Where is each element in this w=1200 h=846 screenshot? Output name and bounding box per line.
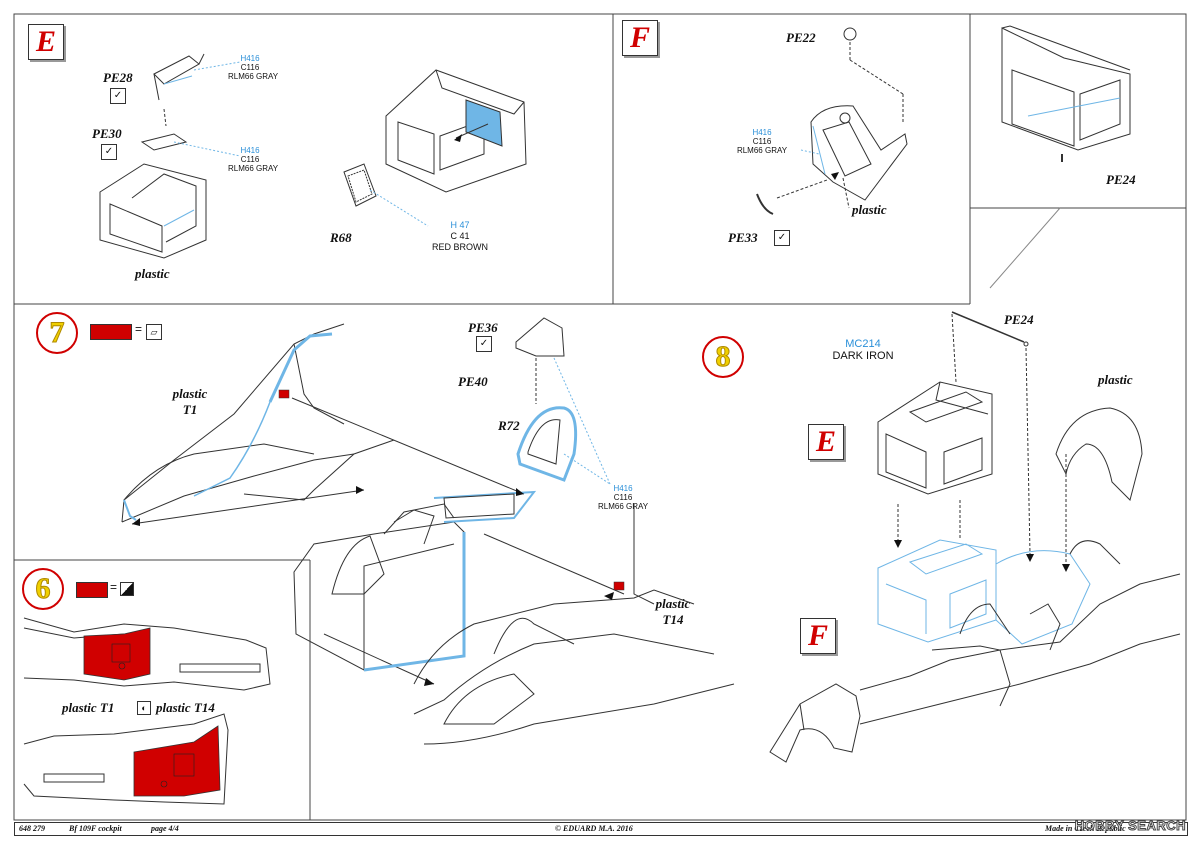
equals-sign-6: = bbox=[110, 580, 118, 594]
plastic-label-8: plastic bbox=[1098, 372, 1133, 387]
page-footer: 648 279 Bf 109F cockpit page 4/4 © EDUAR… bbox=[14, 822, 1188, 836]
step6-label-t14: plastic T14 bbox=[156, 700, 215, 715]
footer-made-in: Made in Czech Republic bbox=[1045, 824, 1126, 833]
equals-sign: = bbox=[135, 322, 143, 336]
step6-join-icon: ◐ bbox=[137, 701, 151, 715]
section-f-letter: F bbox=[622, 20, 658, 56]
part-pe22-label: PE22 bbox=[786, 30, 816, 45]
plastic-label-e: plastic bbox=[135, 266, 170, 281]
part-r72-label: R72 bbox=[498, 418, 520, 433]
part-pe28-label: PE28 bbox=[103, 70, 133, 85]
section-f-drawing bbox=[756, 27, 908, 215]
pe36-done-checkbox[interactable]: ✓ bbox=[476, 336, 492, 352]
part-pe33-label: PE33 bbox=[728, 230, 758, 245]
part-pe36-label: PE36 bbox=[468, 320, 498, 335]
footer-code: 648 279 bbox=[19, 824, 45, 833]
remove-red-area-legend bbox=[90, 324, 132, 340]
pe28-done-checkbox[interactable]: ✓ bbox=[110, 88, 126, 104]
part-pe30-label: PE30 bbox=[92, 126, 122, 141]
step-7-drawing bbox=[121, 317, 735, 745]
step-6-drawing bbox=[23, 617, 271, 805]
part-pe40-label: PE40 bbox=[458, 374, 488, 389]
step-6-badge: 6 bbox=[22, 568, 64, 610]
section-e-letter: E bbox=[28, 24, 64, 60]
part-pe24-label-top: PE24 bbox=[1106, 172, 1136, 187]
legend-cut-icon-6 bbox=[120, 582, 134, 596]
step-7-badge: 7 bbox=[36, 312, 78, 354]
step8-f-letter: F bbox=[800, 618, 836, 654]
remove-red-area-legend-6 bbox=[76, 582, 108, 598]
part-r68-label: R68 bbox=[330, 230, 352, 245]
section-e-drawing bbox=[99, 53, 527, 259]
watermark: HOBBY SEARCH bbox=[1074, 818, 1186, 834]
legend-cut-icon: ▱ bbox=[146, 324, 162, 340]
footer-copyright: © EDUARD M.A. 2016 bbox=[555, 824, 633, 833]
footer-title: Bf 109F cockpit bbox=[69, 824, 122, 833]
pe33-done-checkbox[interactable]: ✓ bbox=[774, 230, 790, 246]
step-8-badge: 8 bbox=[702, 336, 744, 378]
step-8-drawing bbox=[769, 311, 1181, 763]
paint-callout-8: MC214 DARK IRON bbox=[832, 338, 894, 362]
footer-page: page 4/4 bbox=[151, 824, 179, 833]
step6-label-t1: plastic T1 bbox=[62, 700, 115, 715]
part-pe24-label-8: PE24 bbox=[1004, 312, 1034, 327]
step8-e-letter: E bbox=[808, 424, 844, 460]
top-right-drawing bbox=[1001, 25, 1131, 162]
pe30-done-checkbox[interactable]: ✓ bbox=[101, 144, 117, 160]
plastic-label-f: plastic bbox=[852, 202, 887, 217]
